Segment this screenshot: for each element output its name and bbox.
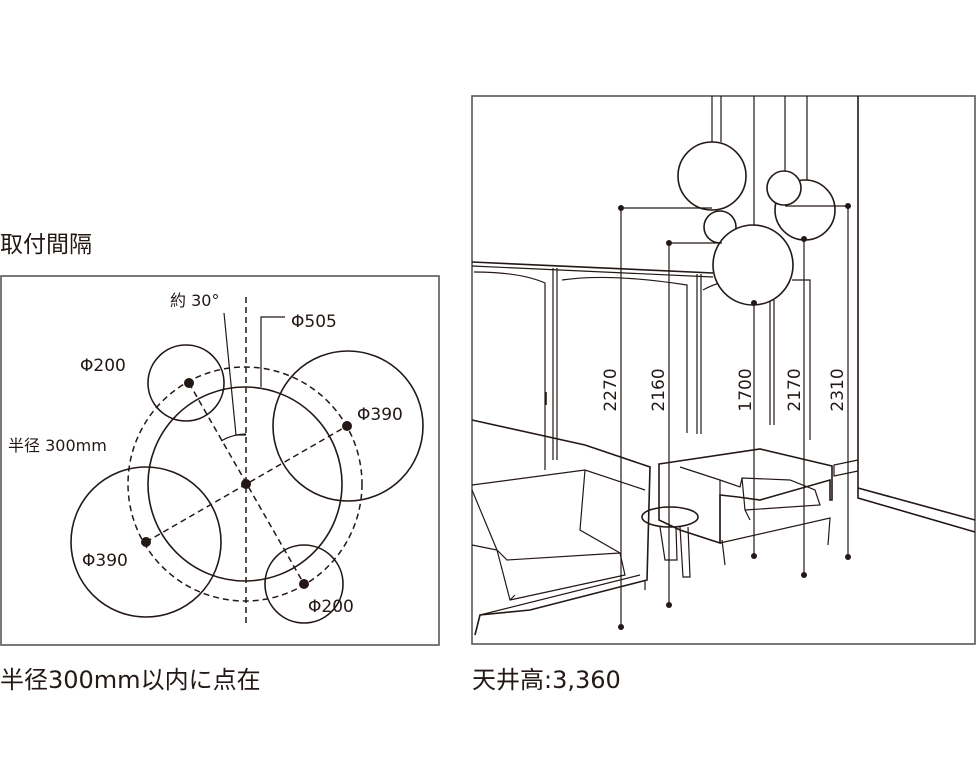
canopy-label: Φ505 [291,312,337,332]
window-head [471,261,714,274]
left-frame [0,275,440,646]
center-point [241,479,251,489]
shade-200-top [147,344,225,422]
sofa-left-detail [471,469,646,616]
canopy-leader [260,316,285,387]
radius-300-circle [127,366,363,602]
large-left-label: Φ390 [82,551,128,571]
armchair-detail [679,466,831,566]
mount-point [299,579,309,589]
axis-line-2 [145,425,348,543]
ceiling-height-caption: 天井高:3,360 [472,666,621,694]
window-edge [792,279,811,440]
canopy-circle [147,386,343,582]
sofa-left [471,419,651,636]
large-right-label: Φ390 [357,405,403,425]
pendant-sphere [766,170,802,206]
height-label: 2160 [649,368,669,411]
small-bottom-label: Φ200 [308,597,354,617]
shade-200-bottom [264,544,344,624]
height-label: 1700 [736,368,756,411]
pendant-sphere [712,224,794,306]
room-scene [471,96,976,636]
window-arch-2 [561,276,688,433]
mount-point [141,537,151,547]
angle-leader [223,312,246,436]
shade-390-left [70,466,222,618]
mount-point [342,421,352,431]
side-table-legs [659,526,691,578]
radius-label: 半径 300mm [8,436,107,455]
shade-390-right [272,350,424,502]
baseboard [857,488,976,533]
left-caption: 半径300mm以内に点在 [0,666,261,694]
mount-point [184,378,194,388]
height-label: 2270 [601,368,621,411]
pendant-sphere [677,141,747,211]
height-label: 2170 [785,368,805,411]
mounting-plan [70,297,424,624]
angle-label: 約 30° [170,291,219,310]
side-table-top [641,506,699,528]
window-head-inner [471,265,714,278]
small-top-label: Φ200 [80,356,126,376]
right-frame [471,95,976,645]
baseboard-top [857,487,976,521]
window-arch-1 [473,271,546,470]
armchair [658,448,833,545]
height-label: 2310 [828,368,848,411]
angle-arc [220,433,247,442]
mounting-interval-title: 取付間隔 [0,232,92,258]
baseboard-left [833,459,859,477]
